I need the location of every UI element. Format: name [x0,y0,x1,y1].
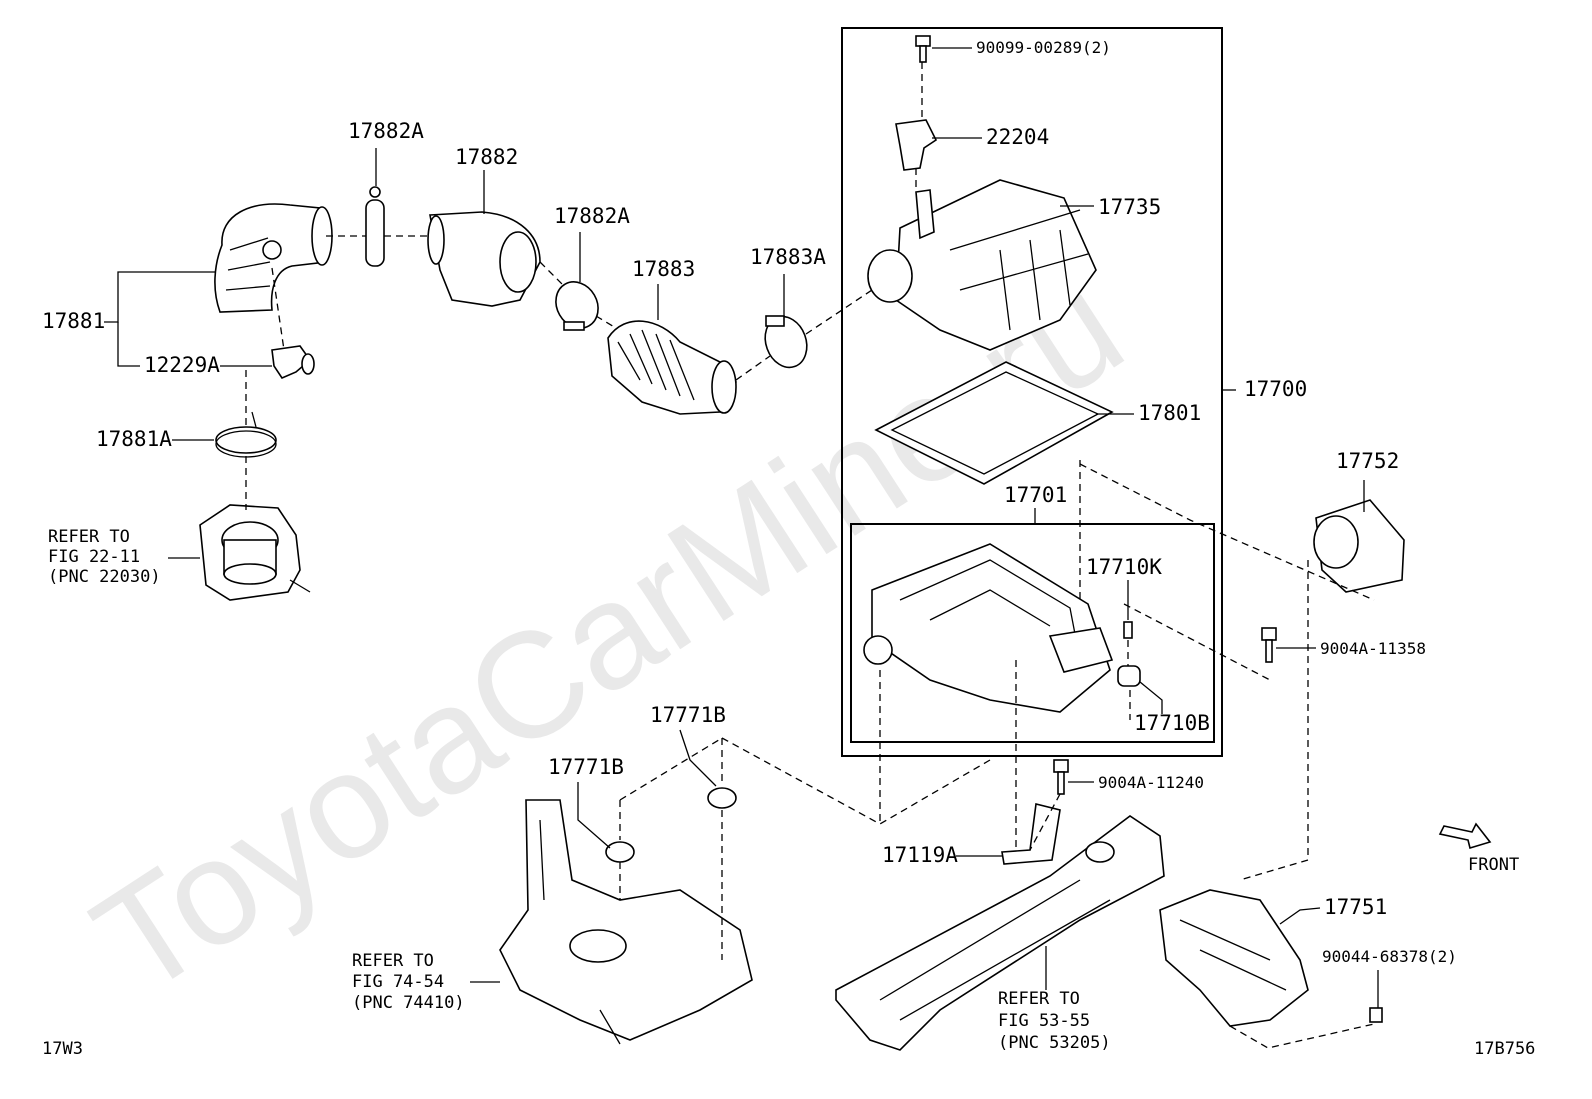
clamp-17883A [764,315,808,369]
ref-frame-line3: (PNC 53205) [998,1033,1111,1053]
label-22204: 22204 [986,125,1049,149]
label-12229A: 12229A [144,353,220,377]
air-cleaner-cover-17735 [867,179,1097,351]
ref-bracket-line2: FIG 74-54 [352,972,444,992]
label-9004A-11358: 9004A-11358 [1320,639,1426,658]
ref-frame-line1: REFER TO [998,989,1080,1009]
label-17801: 17801 [1138,401,1201,425]
clamp-17881A [215,411,277,458]
grommet-17771B-a [707,787,737,809]
label-17119A: 17119A [882,843,958,867]
clamp-17882A-top [365,186,385,267]
ref-throttle-line1: REFER TO [48,527,130,547]
duct-elbow-17752 [1313,499,1405,593]
clamp-17882A [555,281,599,331]
label-17882: 17882 [455,145,518,169]
battery-bracket [499,799,753,1045]
label-17883A: 17883A [750,245,826,269]
label-90044-68378: 90044-68378(2) [1322,947,1457,966]
bolt-9004A-11358 [1261,627,1277,663]
label-17710K: 17710K [1086,555,1162,579]
elbow-17882 [427,211,541,307]
inlet-duct-17751 [1159,889,1309,1027]
label-90099-00289: 90099-00289(2) [976,38,1111,57]
ref-bracket-line3: (PNC 74410) [352,993,465,1013]
bolt-9004A-11240 [1053,759,1069,795]
label-17710B: 17710B [1134,711,1210,735]
front-label: FRONT [1468,855,1519,875]
label-17881A: 17881A [96,427,172,451]
ref-throttle-line3: (PNC 22030) [48,567,161,587]
ref-throttle-line2: FIG 22-11 [48,547,140,567]
label-17882A-top: 17882A [348,119,424,143]
label-17735: 17735 [1098,195,1161,219]
label-17771B-b: 17771B [548,755,624,779]
case-subassembly-box [850,523,1215,743]
label-17882A: 17882A [554,204,630,228]
hose-elbow-17881 [214,203,333,313]
frame-member [835,815,1165,1051]
ref-frame-line2: FIG 53-55 [998,1011,1090,1031]
air-cleaner-case-17701 [863,543,1114,713]
grommet-17771B-b [605,841,635,863]
assembly-dash-lines [245,62,1375,1049]
label-17752: 17752 [1336,449,1399,473]
label-17883: 17883 [632,257,695,281]
leader-lines [104,47,1379,1008]
label-17751: 17751 [1324,895,1387,919]
grommet-17710B [1117,665,1141,687]
throttle-body [199,504,311,601]
front-arrow-icon [1438,822,1492,850]
code-left: 17W3 [42,1039,83,1059]
hose-17883 [607,320,737,415]
label-17771B-a: 17771B [650,703,726,727]
screw-90099-00289 [915,35,931,63]
sensor-22204 [895,119,938,171]
label-9004A-11240: 9004A-11240 [1098,773,1204,792]
ref-bracket-line1: REFER TO [352,951,434,971]
screw-90044-68378 [1369,1007,1383,1023]
grommet-17710K [1123,621,1133,639]
label-17700: 17700 [1244,377,1307,401]
label-17701: 17701 [1004,483,1067,507]
bracket-17119A [1001,803,1061,865]
label-17881: 17881 [42,309,105,333]
fitting-12229A [271,345,315,379]
air-cleaner-assembly-box [841,27,1223,757]
code-right: 17B756 [1474,1039,1535,1059]
